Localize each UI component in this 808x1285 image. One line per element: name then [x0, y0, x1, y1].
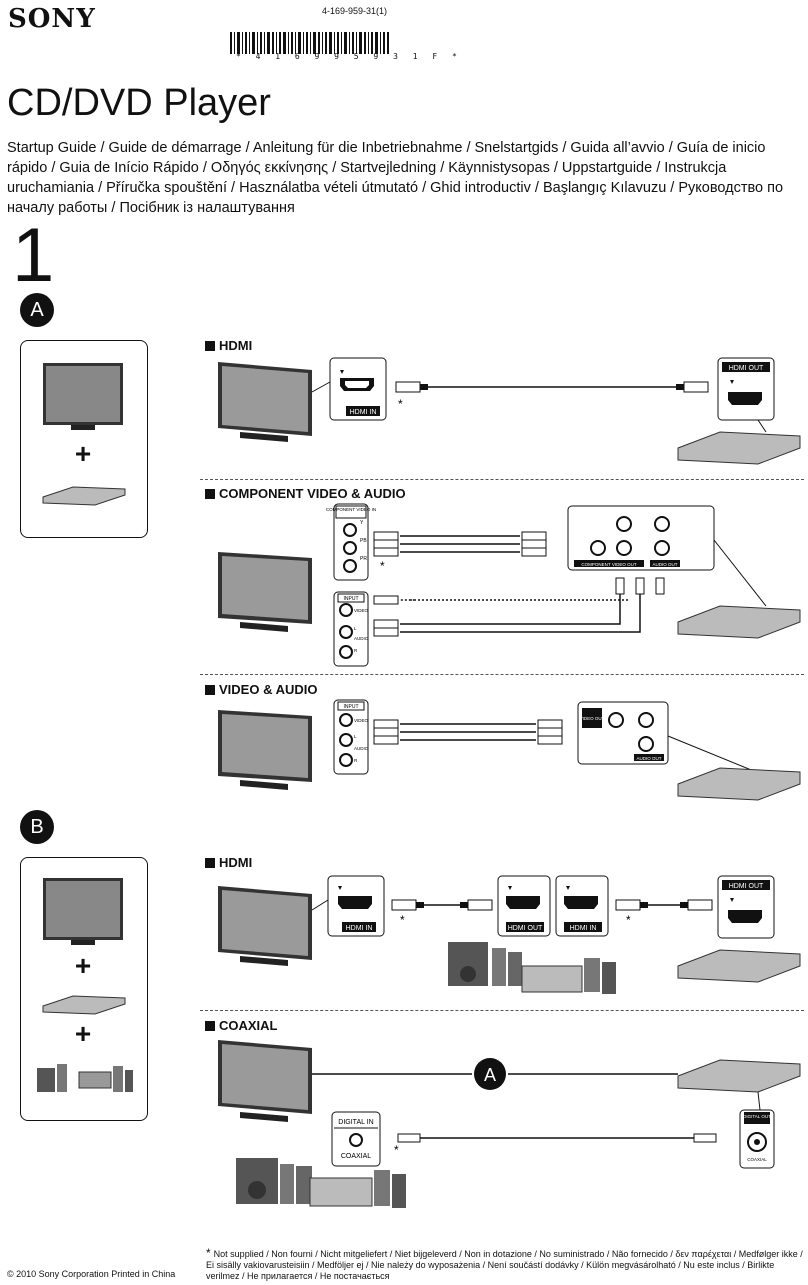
label-video: VIDEO: [354, 718, 369, 723]
player-audio-label: AUDIO OUT: [636, 756, 661, 761]
label-audio: AUDIO: [354, 746, 369, 751]
label-pb: PB: [360, 538, 367, 544]
asterisk: *: [394, 1143, 399, 1157]
tv-icon: [43, 878, 123, 945]
component-diagram: COMPONENT VIDEO IN Y PB PR INPUT VIDEO L…: [218, 503, 801, 667]
player-coaxial-label: COAXIAL: [747, 1157, 767, 1162]
label-coaxial: COAXIAL: [205, 1018, 278, 1033]
tv: [218, 362, 312, 442]
section-a-badge: A: [20, 293, 54, 327]
label-pr: PR: [360, 556, 367, 562]
asterisk: *: [626, 913, 631, 927]
player: [677, 767, 801, 801]
player-video-label: VIDEO OUT: [580, 716, 605, 721]
video-audio-diagram: INPUT VIDEO L AUDIO R VIDEO OUT AUDIO OU…: [218, 699, 801, 801]
divider: [200, 674, 804, 675]
coaxial-diagram: A DIGITAL OUT COAXIAL DIGITAL IN COAXIAL…: [218, 1040, 801, 1208]
step-number: 1: [12, 213, 55, 298]
copyright: © 2010 Sony Corporation Printed in China: [7, 1269, 176, 1279]
player-port-label: HDMI OUT: [729, 365, 764, 372]
amp-digital-label: DIGITAL IN: [338, 1119, 373, 1126]
av-system: [236, 1158, 406, 1208]
divider: [200, 1010, 804, 1011]
av-system: [448, 942, 616, 994]
label-hdmi-a: HDMI: [205, 338, 252, 353]
player-icon: [42, 995, 126, 1015]
amp-out-label: HDMI OUT: [508, 925, 543, 932]
label-r: R: [354, 648, 358, 653]
label-r: R: [354, 758, 358, 763]
tv: [218, 886, 312, 966]
label-video: VIDEO: [354, 608, 369, 613]
hdmi-a-diagram: HDMI IN * HDMI OUT: [218, 357, 801, 465]
plus-sign: +: [74, 438, 92, 469]
section-b-badge: B: [20, 810, 54, 844]
amp-in-label: HDMI IN: [570, 925, 597, 932]
player-digital-label: DIGITAL OUT: [743, 1114, 771, 1119]
tv-icon: [43, 363, 123, 430]
footnote-text: Not supplied / Non fourni / Nicht mitgel…: [206, 1249, 803, 1281]
asterisk: *: [398, 397, 403, 411]
section-b-kit-box: [20, 857, 148, 1121]
tv: [218, 552, 312, 632]
asterisk: *: [380, 559, 385, 573]
player: [677, 605, 801, 639]
player: [677, 949, 801, 983]
label-l: L: [354, 734, 357, 739]
part-number: 4-169-959-31(1): [322, 6, 388, 16]
footnote-star: *: [206, 1246, 211, 1260]
tv: [218, 1040, 312, 1122]
cable: [395, 381, 709, 393]
kit-a-devices: [42, 363, 126, 506]
label-y: Y: [360, 520, 364, 526]
tv-component-label: COMPONENT VIDEO IN: [326, 507, 376, 512]
tv-port-label: HDMI IN: [346, 925, 373, 932]
player: [677, 1059, 801, 1093]
input-label: INPUT: [344, 704, 359, 710]
hdmi-b-diagram: HDMI IN * HDMI OUT HDMI IN * HDMI OUT: [218, 875, 801, 994]
plus-sign: +: [74, 950, 92, 981]
player: [677, 431, 801, 465]
player-port-label: HDMI OUT: [729, 883, 764, 890]
player-component-label: COMPONENT VIDEO OUT: [581, 562, 636, 567]
input-label: INPUT: [344, 596, 359, 602]
plus-sign: +: [74, 1018, 92, 1049]
player-audio-label: AUDIO OUT: [652, 562, 677, 567]
barcode: [230, 32, 389, 54]
amp-coaxial-label: COAXIAL: [341, 1153, 371, 1160]
marker-a: A: [484, 1065, 496, 1085]
label-l: L: [354, 626, 357, 631]
subtitle-languages: Startup Guide / Guide de démarrage / Anl…: [7, 140, 784, 216]
asterisk: *: [400, 913, 405, 927]
player-icon: [42, 486, 126, 506]
section-a-kit-box: [20, 340, 148, 538]
label-component: COMPONENT VIDEO & AUDIO: [205, 486, 406, 501]
barcode-text: * 4 1 6 9 9 5 9 3 1 F *: [236, 52, 462, 61]
label-hdmi-b: HDMI: [205, 855, 252, 870]
divider: [200, 479, 804, 480]
footnote: *Not supplied / Non fourni / Nicht mitge…: [206, 1246, 806, 1282]
kit-b-devices: [37, 878, 133, 1092]
tv: [218, 710, 312, 790]
label-audio: AUDIO: [354, 636, 369, 641]
label-video-audio: VIDEO & AUDIO: [205, 682, 317, 697]
page-title: CD/DVD Player: [7, 82, 271, 124]
av-system-icon: [37, 1064, 133, 1092]
tv-port-label: HDMI IN: [350, 409, 377, 416]
brand-logo: SONY: [8, 4, 96, 34]
